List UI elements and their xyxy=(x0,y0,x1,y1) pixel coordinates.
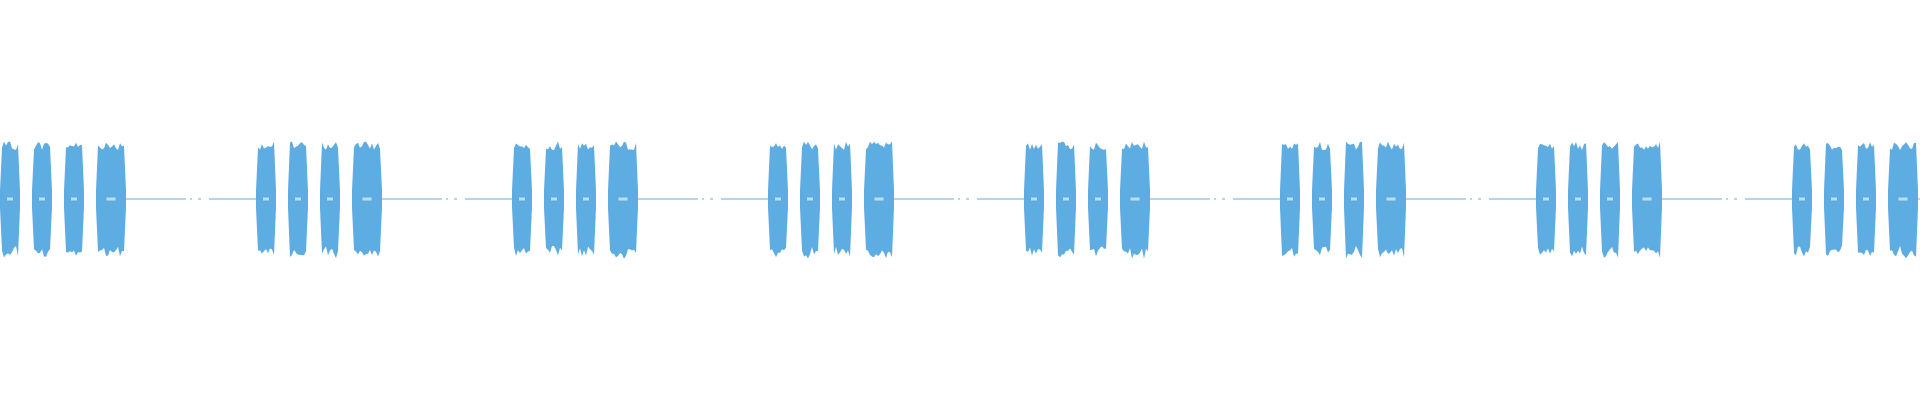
waveform-pulse-g2-p3-notch xyxy=(618,197,628,201)
waveform-pulse-g0-p3-notch xyxy=(106,197,116,201)
waveform-pulse-g6-p2-notch xyxy=(1607,197,1613,201)
waveform-pulse-g4-p0-notch xyxy=(1031,197,1037,201)
waveform-pulse-g3-p0-notch xyxy=(775,197,781,201)
waveform-pulse-g0-p1-notch xyxy=(39,197,45,201)
waveform-pulse-g6-p1-notch xyxy=(1575,197,1581,201)
waveform-pulse-g2-p2-notch xyxy=(583,197,589,201)
waveform-pulse-g4-p3-notch xyxy=(1130,197,1140,201)
waveform-pulse-g3-p3-notch xyxy=(874,197,884,201)
waveform-pulse-g3-p2-notch xyxy=(839,197,845,201)
waveform-pulse-g7-p0-notch xyxy=(1799,197,1805,201)
waveform-pulse-g6-p3-notch xyxy=(1642,197,1652,201)
waveform-pulse-g0-p2-notch xyxy=(71,197,77,201)
waveform-pulse-g1-p3-notch xyxy=(362,197,372,201)
waveform-pulse-g1-p0-notch xyxy=(263,197,269,201)
waveform-pulse-g5-p1-notch xyxy=(1319,197,1325,201)
waveform-pulse-g2-p0-notch xyxy=(519,197,525,201)
waveform-pulse-g7-p1-notch xyxy=(1831,197,1837,201)
waveform-pulse-g7-p3-notch xyxy=(1898,197,1908,201)
waveform-pulse-g5-p3-notch xyxy=(1386,197,1396,201)
waveform-pulse-g5-p2-notch xyxy=(1351,197,1357,201)
waveform-pulse-g2-p1-notch xyxy=(551,197,557,201)
waveform-pulse-g1-p2-notch xyxy=(327,197,333,201)
waveform-groups xyxy=(0,141,1920,259)
waveform-pulse-g4-p1-notch xyxy=(1063,197,1069,201)
waveform-pulse-g5-p0-notch xyxy=(1287,197,1293,201)
waveform-pulse-g7-p2-notch xyxy=(1863,197,1869,201)
waveform-pulse-g6-p0-notch xyxy=(1543,197,1549,201)
waveform-pulse-g3-p1-notch xyxy=(807,197,813,201)
waveform-pulse-g0-p0-notch xyxy=(7,197,13,201)
waveform-pulse-g1-p1-notch xyxy=(295,197,301,201)
waveform-pulse-g4-p2-notch xyxy=(1095,197,1101,201)
